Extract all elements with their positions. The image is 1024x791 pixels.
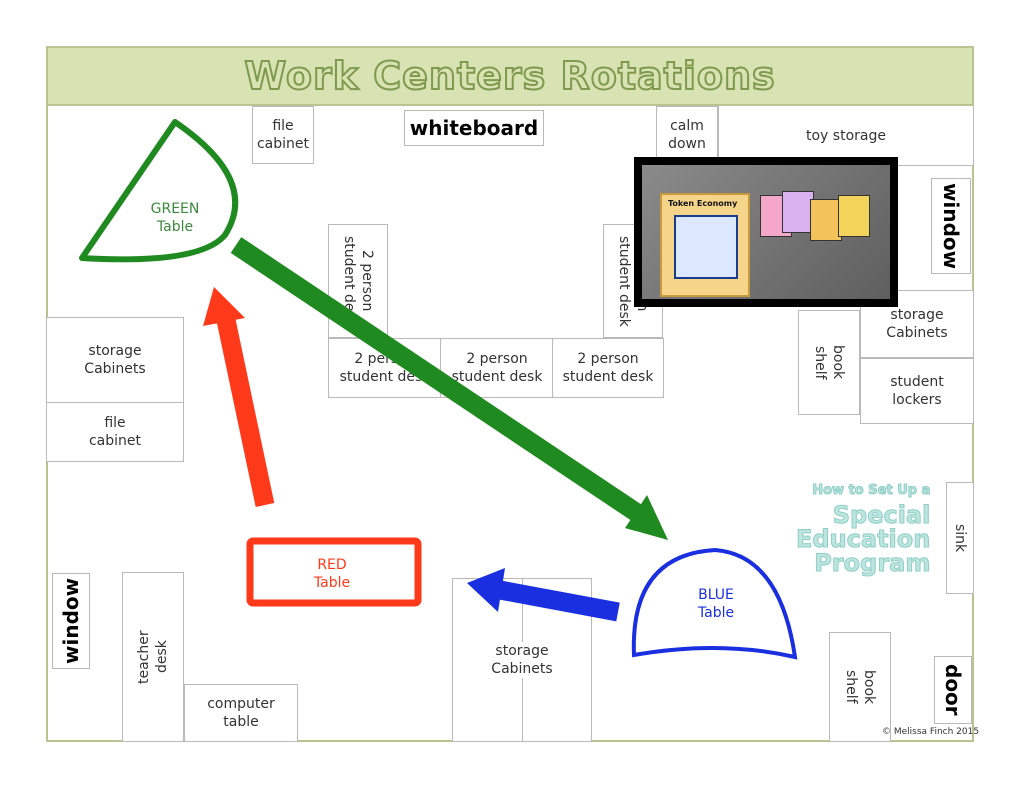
green-table-shape [79,119,239,263]
green-arrow-shaft [230,237,643,521]
blue-table-label: BLUE Table [697,587,735,621]
red-table-shape [246,537,422,607]
file-cabinet-top: file cabinet [252,106,314,164]
logo-watermark: How to Set Up a Special Education Progra… [795,479,931,577]
red-table-label: RED Table [313,557,351,591]
blue-table-shape [631,547,798,660]
toy-storage: toy storage [718,106,974,166]
computer-table: computer table [184,684,298,742]
door: door [934,656,972,724]
mini-card-orange [810,199,842,241]
title-bar: Work Centers Rotations [46,46,974,106]
book-shelf-bottom: book shelf [829,632,891,742]
green-arrow-head [625,495,668,540]
file-cabinet-left: file cabinet [46,402,184,462]
token-economy-photo: Token Economy [634,157,898,307]
logo-line-3: Education [795,525,931,553]
copyright-text: © Melissa Finch 2015 [882,727,980,737]
person-picture-icon [674,215,738,279]
photo-content: Token Economy [642,165,890,299]
mini-card-yellow [838,195,870,237]
student-desk-h3: 2 person student desk [552,338,664,398]
window-right: window [931,178,971,274]
red-arrow-head [203,287,245,326]
blue-arrow-head [467,568,505,612]
green-table-label: GREEN Table [150,201,200,235]
book-shelf-right: book shelf [798,310,860,415]
card-label: Token Economy [668,199,738,208]
storage-cabinets-left: storage Cabinets [46,317,184,403]
page-title: Work Centers Rotations [243,53,776,99]
logo-line-2: Special [832,501,931,529]
logo-line-1: How to Set Up a [812,483,931,499]
sink: sink [946,482,974,594]
blue-arrow-shaft [498,580,620,622]
student-lockers: student lockers [860,358,974,424]
whiteboard: whiteboard [404,110,544,146]
storage-cabinets-bottom-label: storage Cabinets [491,642,553,678]
red-arrow-shaft [216,318,275,507]
token-economy-card: Token Economy [660,193,750,297]
logo-line-4: Program [814,549,931,577]
